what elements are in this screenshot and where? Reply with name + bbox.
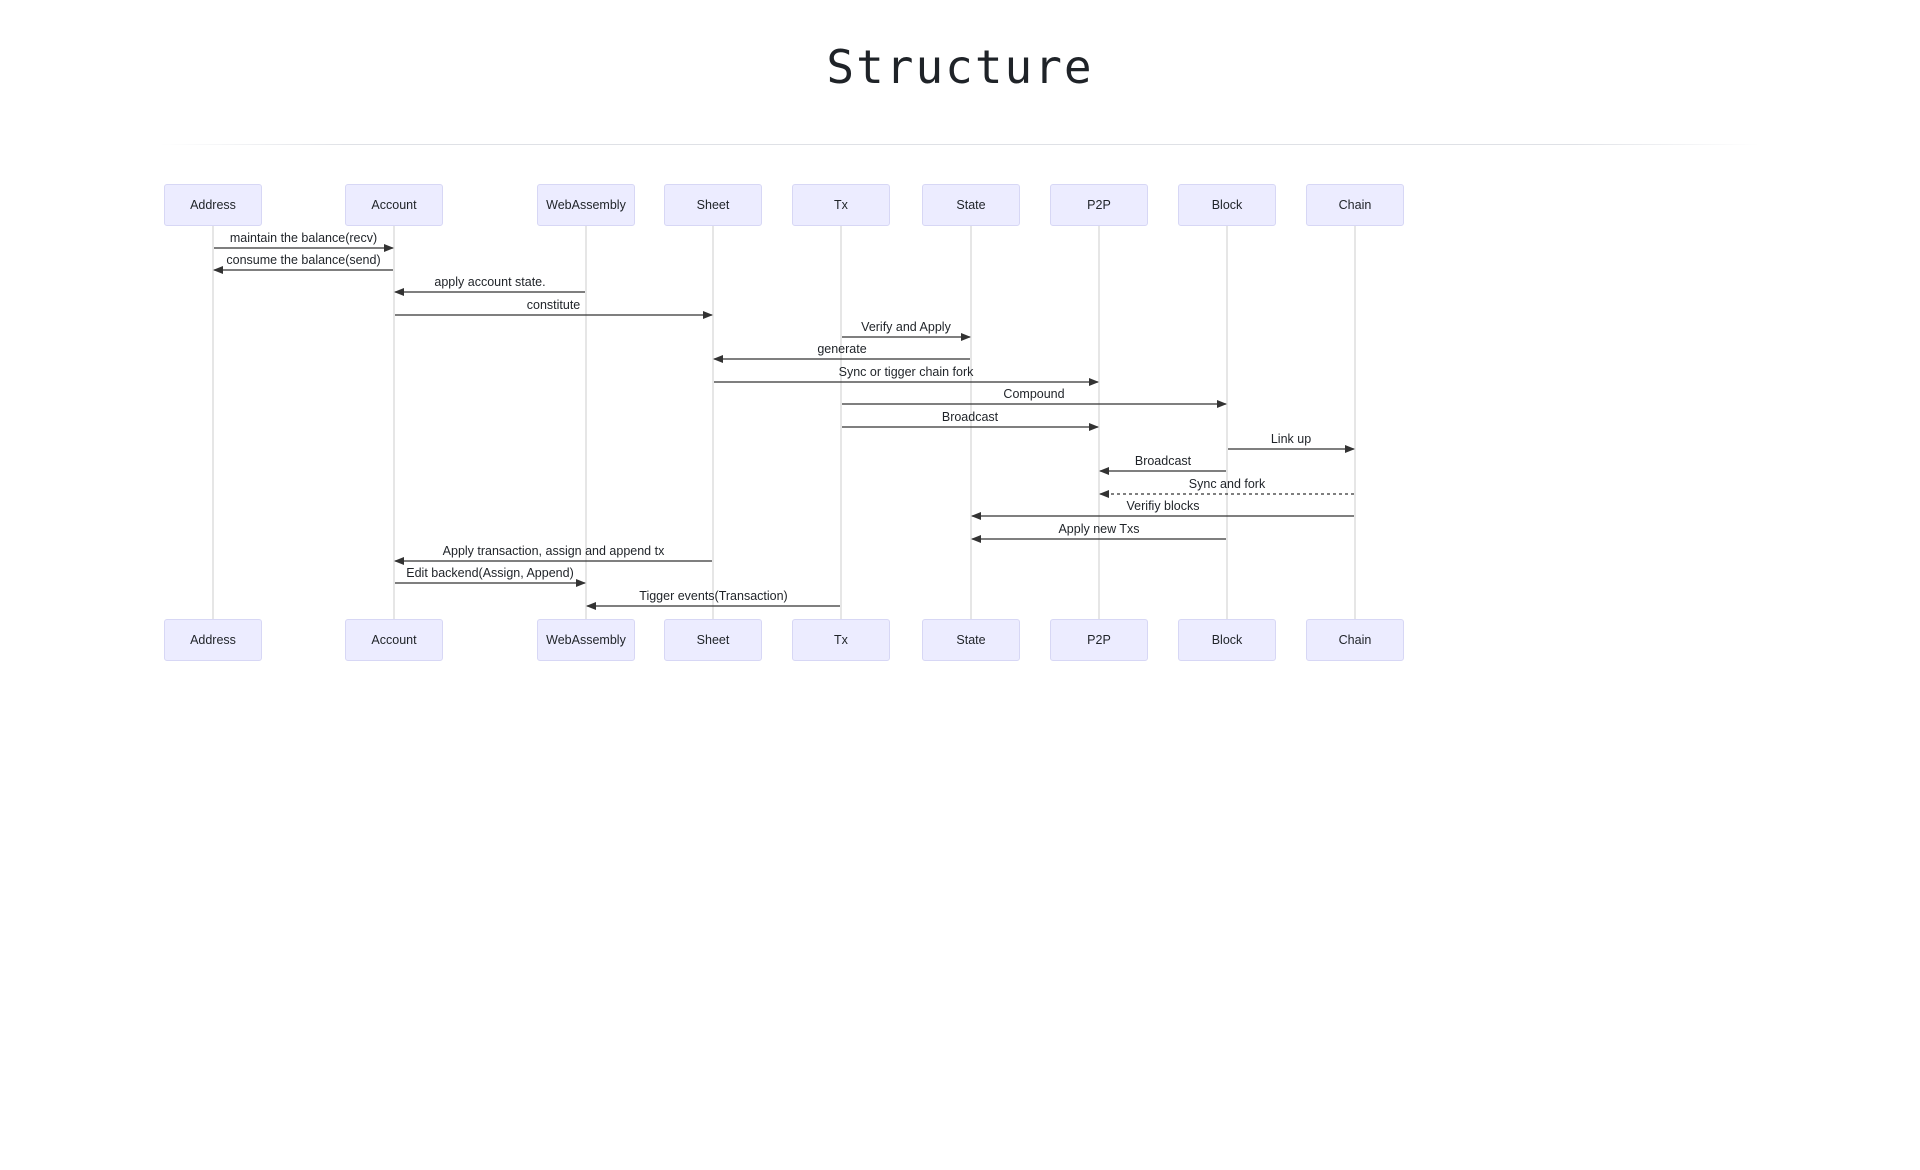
- actor-label: Tx: [834, 198, 848, 212]
- actor-chain-top[interactable]: Chain: [1306, 184, 1404, 226]
- message-label-m2: consume the balance(send): [226, 253, 381, 267]
- message-label-m13: Verifiy blocks: [1126, 499, 1200, 513]
- title-area: Structure: [0, 0, 1920, 145]
- message-label-m14: Apply new Txs: [1058, 522, 1140, 536]
- actor-sheet-bottom[interactable]: Sheet: [664, 619, 762, 661]
- actor-label: Block: [1211, 633, 1243, 647]
- actor-label: P2P: [1087, 633, 1111, 647]
- actor-label: Block: [1211, 198, 1243, 212]
- actor-label: P2P: [1087, 198, 1111, 212]
- actor-label: Chain: [1338, 633, 1372, 647]
- actor-label: WebAssembly: [546, 198, 626, 212]
- message-label-m17: Tigger events(Transaction): [639, 589, 788, 603]
- actor-p2p-bottom[interactable]: P2P: [1050, 619, 1148, 661]
- message-label-m5: Verify and Apply: [861, 320, 951, 334]
- actor-label: State: [956, 198, 986, 212]
- message-label-m12: Sync and fork: [1188, 477, 1266, 491]
- actor-label: Chain: [1338, 198, 1372, 212]
- actor-label: State: [956, 633, 986, 647]
- message-label-m1: maintain the balance(recv): [229, 231, 378, 245]
- actor-tx-bottom[interactable]: Tx: [792, 619, 890, 661]
- actor-account-bottom[interactable]: Account: [345, 619, 443, 661]
- actor-state-top[interactable]: State: [922, 184, 1020, 226]
- message-label-m4: constitute: [526, 298, 581, 312]
- actor-label: Address: [190, 633, 236, 647]
- message-label-m9: Broadcast: [941, 410, 999, 424]
- message-arrows-group: [213, 244, 1355, 610]
- message-label-m8: Compound: [1003, 387, 1065, 401]
- actor-state-bottom[interactable]: State: [922, 619, 1020, 661]
- message-label-m10: Link up: [1270, 432, 1312, 446]
- actor-block-bottom[interactable]: Block: [1178, 619, 1276, 661]
- actor-account-top[interactable]: Account: [345, 184, 443, 226]
- actor-label: Address: [190, 198, 236, 212]
- message-label-m15: Apply transaction, assign and append tx: [442, 544, 665, 558]
- lifelines-group: [212, 226, 1356, 619]
- actor-tx-top[interactable]: Tx: [792, 184, 890, 226]
- message-label-m7: Sync or tigger chain fork: [838, 365, 974, 379]
- actor-label: Account: [371, 633, 417, 647]
- actor-chain-bottom[interactable]: Chain: [1306, 619, 1404, 661]
- title-divider: [160, 144, 1760, 145]
- actor-label: Sheet: [696, 198, 730, 212]
- actor-webassembly-bottom[interactable]: WebAssembly: [537, 619, 635, 661]
- actor-label: Sheet: [696, 633, 730, 647]
- actor-p2p-top[interactable]: P2P: [1050, 184, 1148, 226]
- actor-sheet-top[interactable]: Sheet: [664, 184, 762, 226]
- actor-label: Account: [371, 198, 417, 212]
- actor-label: WebAssembly: [546, 633, 626, 647]
- page-title: Structure: [826, 40, 1094, 94]
- actor-address-top[interactable]: Address: [164, 184, 262, 226]
- message-label-m3: apply account state.: [434, 275, 546, 289]
- message-label-m16: Edit backend(Assign, Append): [406, 566, 574, 580]
- message-label-m11: Broadcast: [1134, 454, 1192, 468]
- actor-address-bottom[interactable]: Address: [164, 619, 262, 661]
- actor-label: Tx: [834, 633, 848, 647]
- message-label-m6: generate: [817, 342, 867, 356]
- actor-block-top[interactable]: Block: [1178, 184, 1276, 226]
- actor-webassembly-top[interactable]: WebAssembly: [537, 184, 635, 226]
